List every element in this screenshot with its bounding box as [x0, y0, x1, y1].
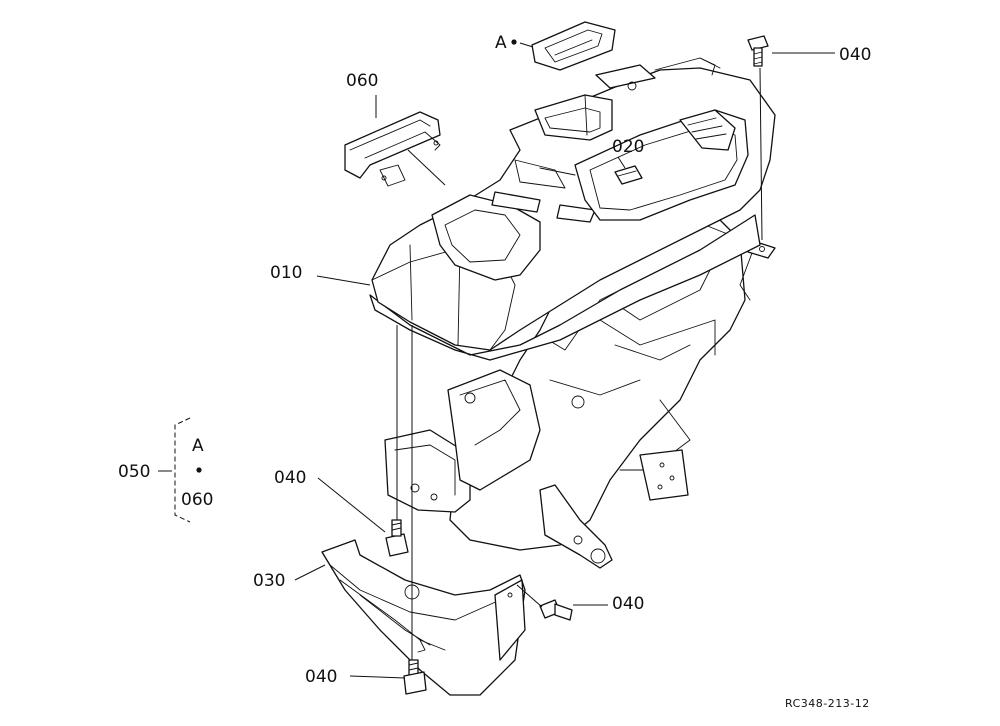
label-020: 020 [612, 137, 644, 157]
label-040-right: 040 [612, 594, 644, 614]
group-bracket-050 [174, 417, 191, 523]
center-lines [396, 67, 763, 660]
label-050: 050 [118, 462, 150, 482]
label-060: 060 [346, 71, 378, 91]
drawing-number: RC348-213-12 [785, 697, 870, 710]
label-030: 030 [253, 571, 285, 591]
leader-lines [158, 42, 835, 679]
label-040-top: 040 [839, 45, 871, 65]
label-040-left: 040 [274, 468, 306, 488]
bolt-040-bottom [403, 659, 427, 695]
bracket-060 [344, 111, 441, 187]
bolt-040-left [385, 519, 409, 557]
bolt-040-right [539, 599, 573, 621]
label-group-060: 060 [181, 490, 213, 510]
label-marker-a: A [495, 33, 507, 53]
label-group-a: A [192, 436, 204, 456]
support-frame [384, 219, 776, 569]
console-housing [369, 57, 776, 361]
bolt-040-top [747, 35, 769, 67]
cover-lid-a [531, 21, 616, 71]
label-010: 010 [270, 263, 302, 283]
lower-cover-030 [321, 539, 526, 696]
group-a-dot [196, 467, 202, 473]
label-040-bottom: 040 [305, 667, 337, 687]
marker-a-dot [511, 39, 517, 45]
